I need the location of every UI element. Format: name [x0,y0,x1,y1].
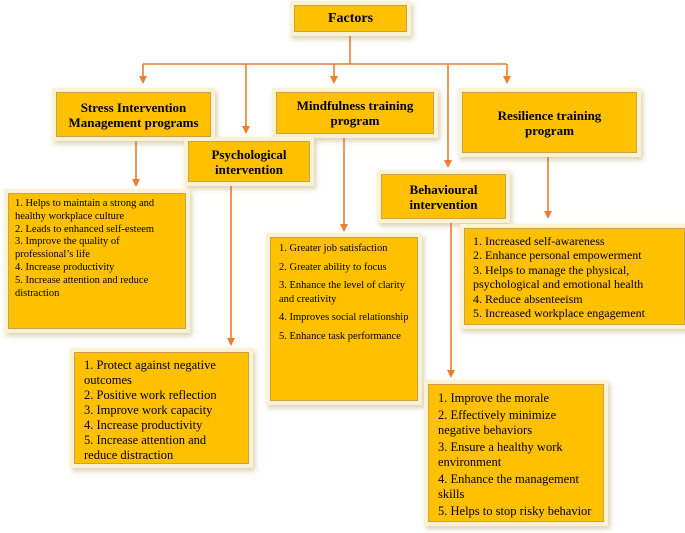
psychological-intervention-title: Psychological intervention [211,146,287,177]
psychological-intervention-box: Psychological intervention [188,141,310,182]
list-item: 1. Protect against negative outcomes [84,358,216,387]
list-item: 5. Increase attention and reduce distrac… [15,274,149,299]
list-item: 4. Reduce absenteeism [473,291,583,306]
list-item: 2. Effectively minimize negative behavio… [438,407,557,438]
list-item: 2. Leads to enhanced self-esteem [15,223,155,235]
list-item: 4. Increase productivity [84,418,203,432]
list-item: 5. Helps to stop risky behavior [438,503,592,518]
behavioural-intervention-box: Behavioural intervention [381,174,506,219]
behavioural-benefits-box: 1. Improve the morale 2. Effectively min… [428,384,604,522]
list-item: 5. Increase attention and reduce distrac… [84,433,207,462]
stress-intervention-box: Stress Intervention Management programs [56,92,211,137]
resilience-benefits-box: 1. Increased self-awareness 2. Enhance p… [464,228,685,325]
list-item: 3. Helps to manage the physical, psychol… [473,262,644,292]
list-item: 3. Ensure a healthy work environment [438,439,563,470]
list-item: 1. Helps to maintain a strong and health… [15,198,155,222]
list-item: 2. Positive work reflection [84,388,217,402]
resilience-training-box: Resilience training program [462,92,637,153]
list-item: 3. Improve the quality of professional’s… [15,236,120,261]
list-item: 4. Improves social relationship [279,312,409,323]
psychological-benefits-box: 1. Protect against negative outcomes 2. … [74,352,249,464]
mindfulness-training-box: Mindfulness training program [276,92,434,134]
factors-box: Factors [294,5,407,32]
list-item: 5. Enhance task performance [279,330,401,342]
list-item: 2. Enhance personal empowerment [473,248,642,263]
stress-benefits-box: 1. Helps to maintain a strong and health… [8,193,186,329]
list-item: 3. Enhance the level of clarity and crea… [279,280,405,305]
list-item: 4. Enhance the management skills [438,471,579,502]
list-item: 5. Increased workplace engagement [473,306,645,321]
list-item: 1. Improve the morale [438,391,550,405]
factors-title: Factors [327,11,374,26]
list-item: 1. Increased self-awareness [473,234,605,248]
mindfulness-training-title: Mindfulness training program [296,98,414,128]
behavioural-intervention-title: Behavioural intervention [409,181,478,212]
stress-intervention-title: Stress Intervention Management programs [68,99,199,130]
mindfulness-benefits-box: 1. Greater job satisfaction 2. Greater a… [270,237,418,401]
list-item: 2. Greater ability to focus [279,261,387,273]
list-item: 4. Increase productivity [15,261,115,273]
resilience-training-title: Resilience training program [497,107,602,138]
list-item: 1. Greater job satisfaction [279,243,388,254]
list-item: 3. Improve work capacity [84,403,213,417]
